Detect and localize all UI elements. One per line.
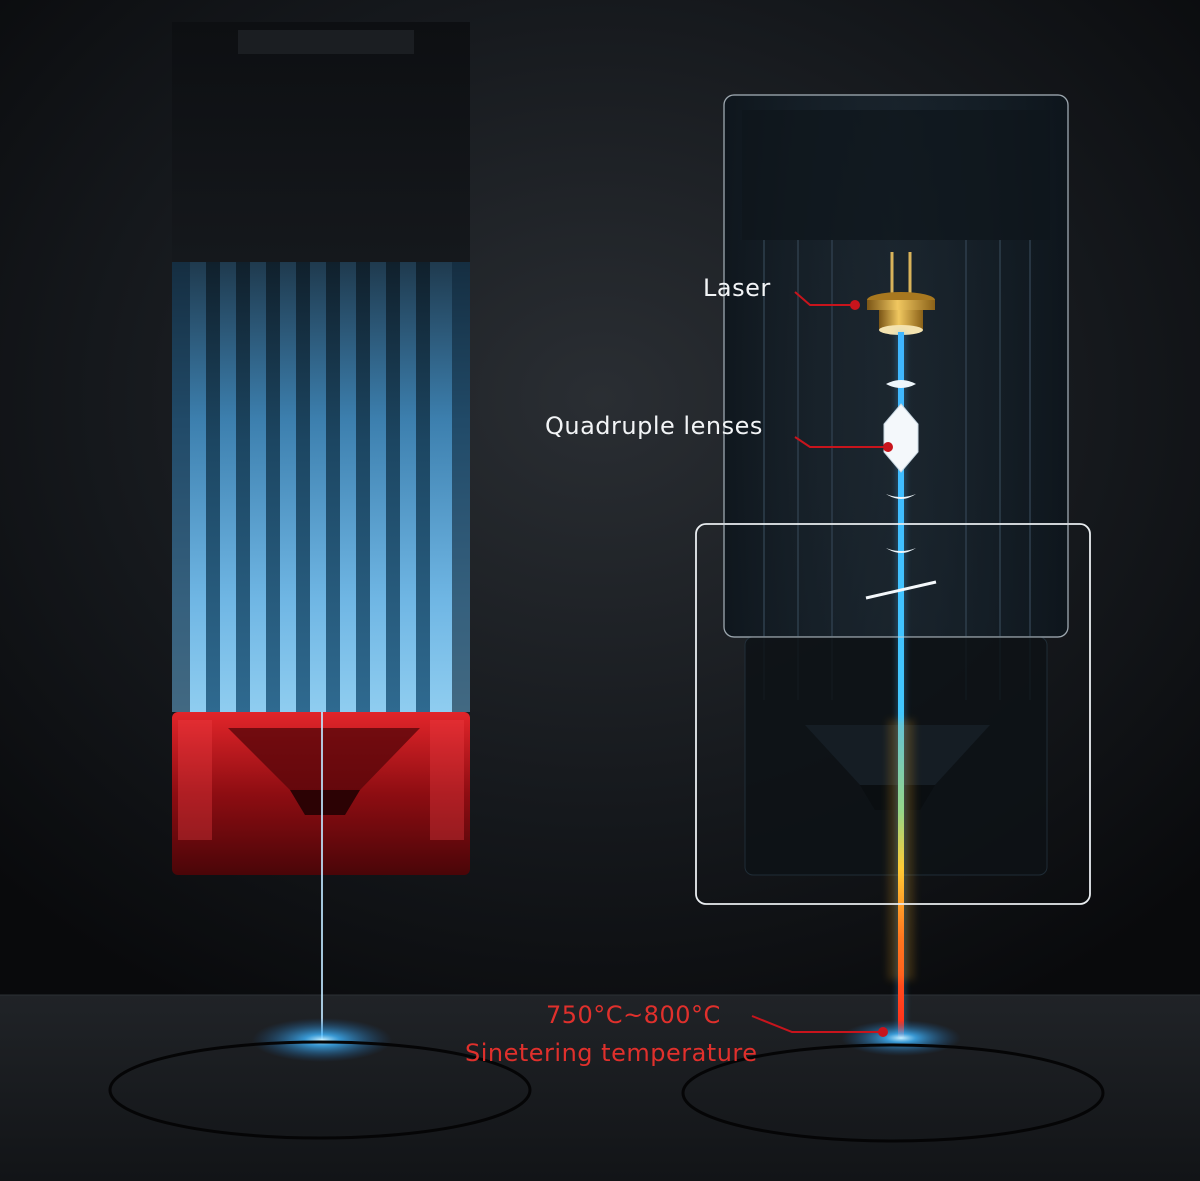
sintering-temperature-label: Sinetering temperature: [465, 1039, 758, 1067]
laser-label: Laser: [703, 274, 771, 302]
quadruple-lenses-label: Quadruple lenses: [545, 412, 763, 440]
mirror-plate: [865, 580, 937, 600]
floor: [0, 995, 1200, 1181]
temperature-range-label: 750°C~800°C: [546, 1001, 721, 1029]
callout-lines: [751, 291, 893, 1037]
laser-diode-icon: [867, 252, 935, 335]
left-beam-spot: [252, 1018, 392, 1062]
lens-icon: [886, 494, 916, 499]
right-laser-module: [681, 94, 1105, 1143]
left-floor-ring-icon: [108, 1040, 532, 1140]
left-laser-module: [108, 22, 532, 1140]
right-floor-ring-icon: [681, 1043, 1105, 1143]
lens-icon: [883, 403, 919, 473]
focus-highlight-frame: [695, 523, 1091, 905]
left-module-top-housing: [172, 22, 470, 262]
right-beam-spot: [841, 1020, 961, 1056]
heatsink-fins: [206, 262, 430, 712]
lens-icon: [886, 380, 916, 388]
right-laser-beam: [898, 332, 904, 1037]
lens-icon: [886, 548, 916, 553]
